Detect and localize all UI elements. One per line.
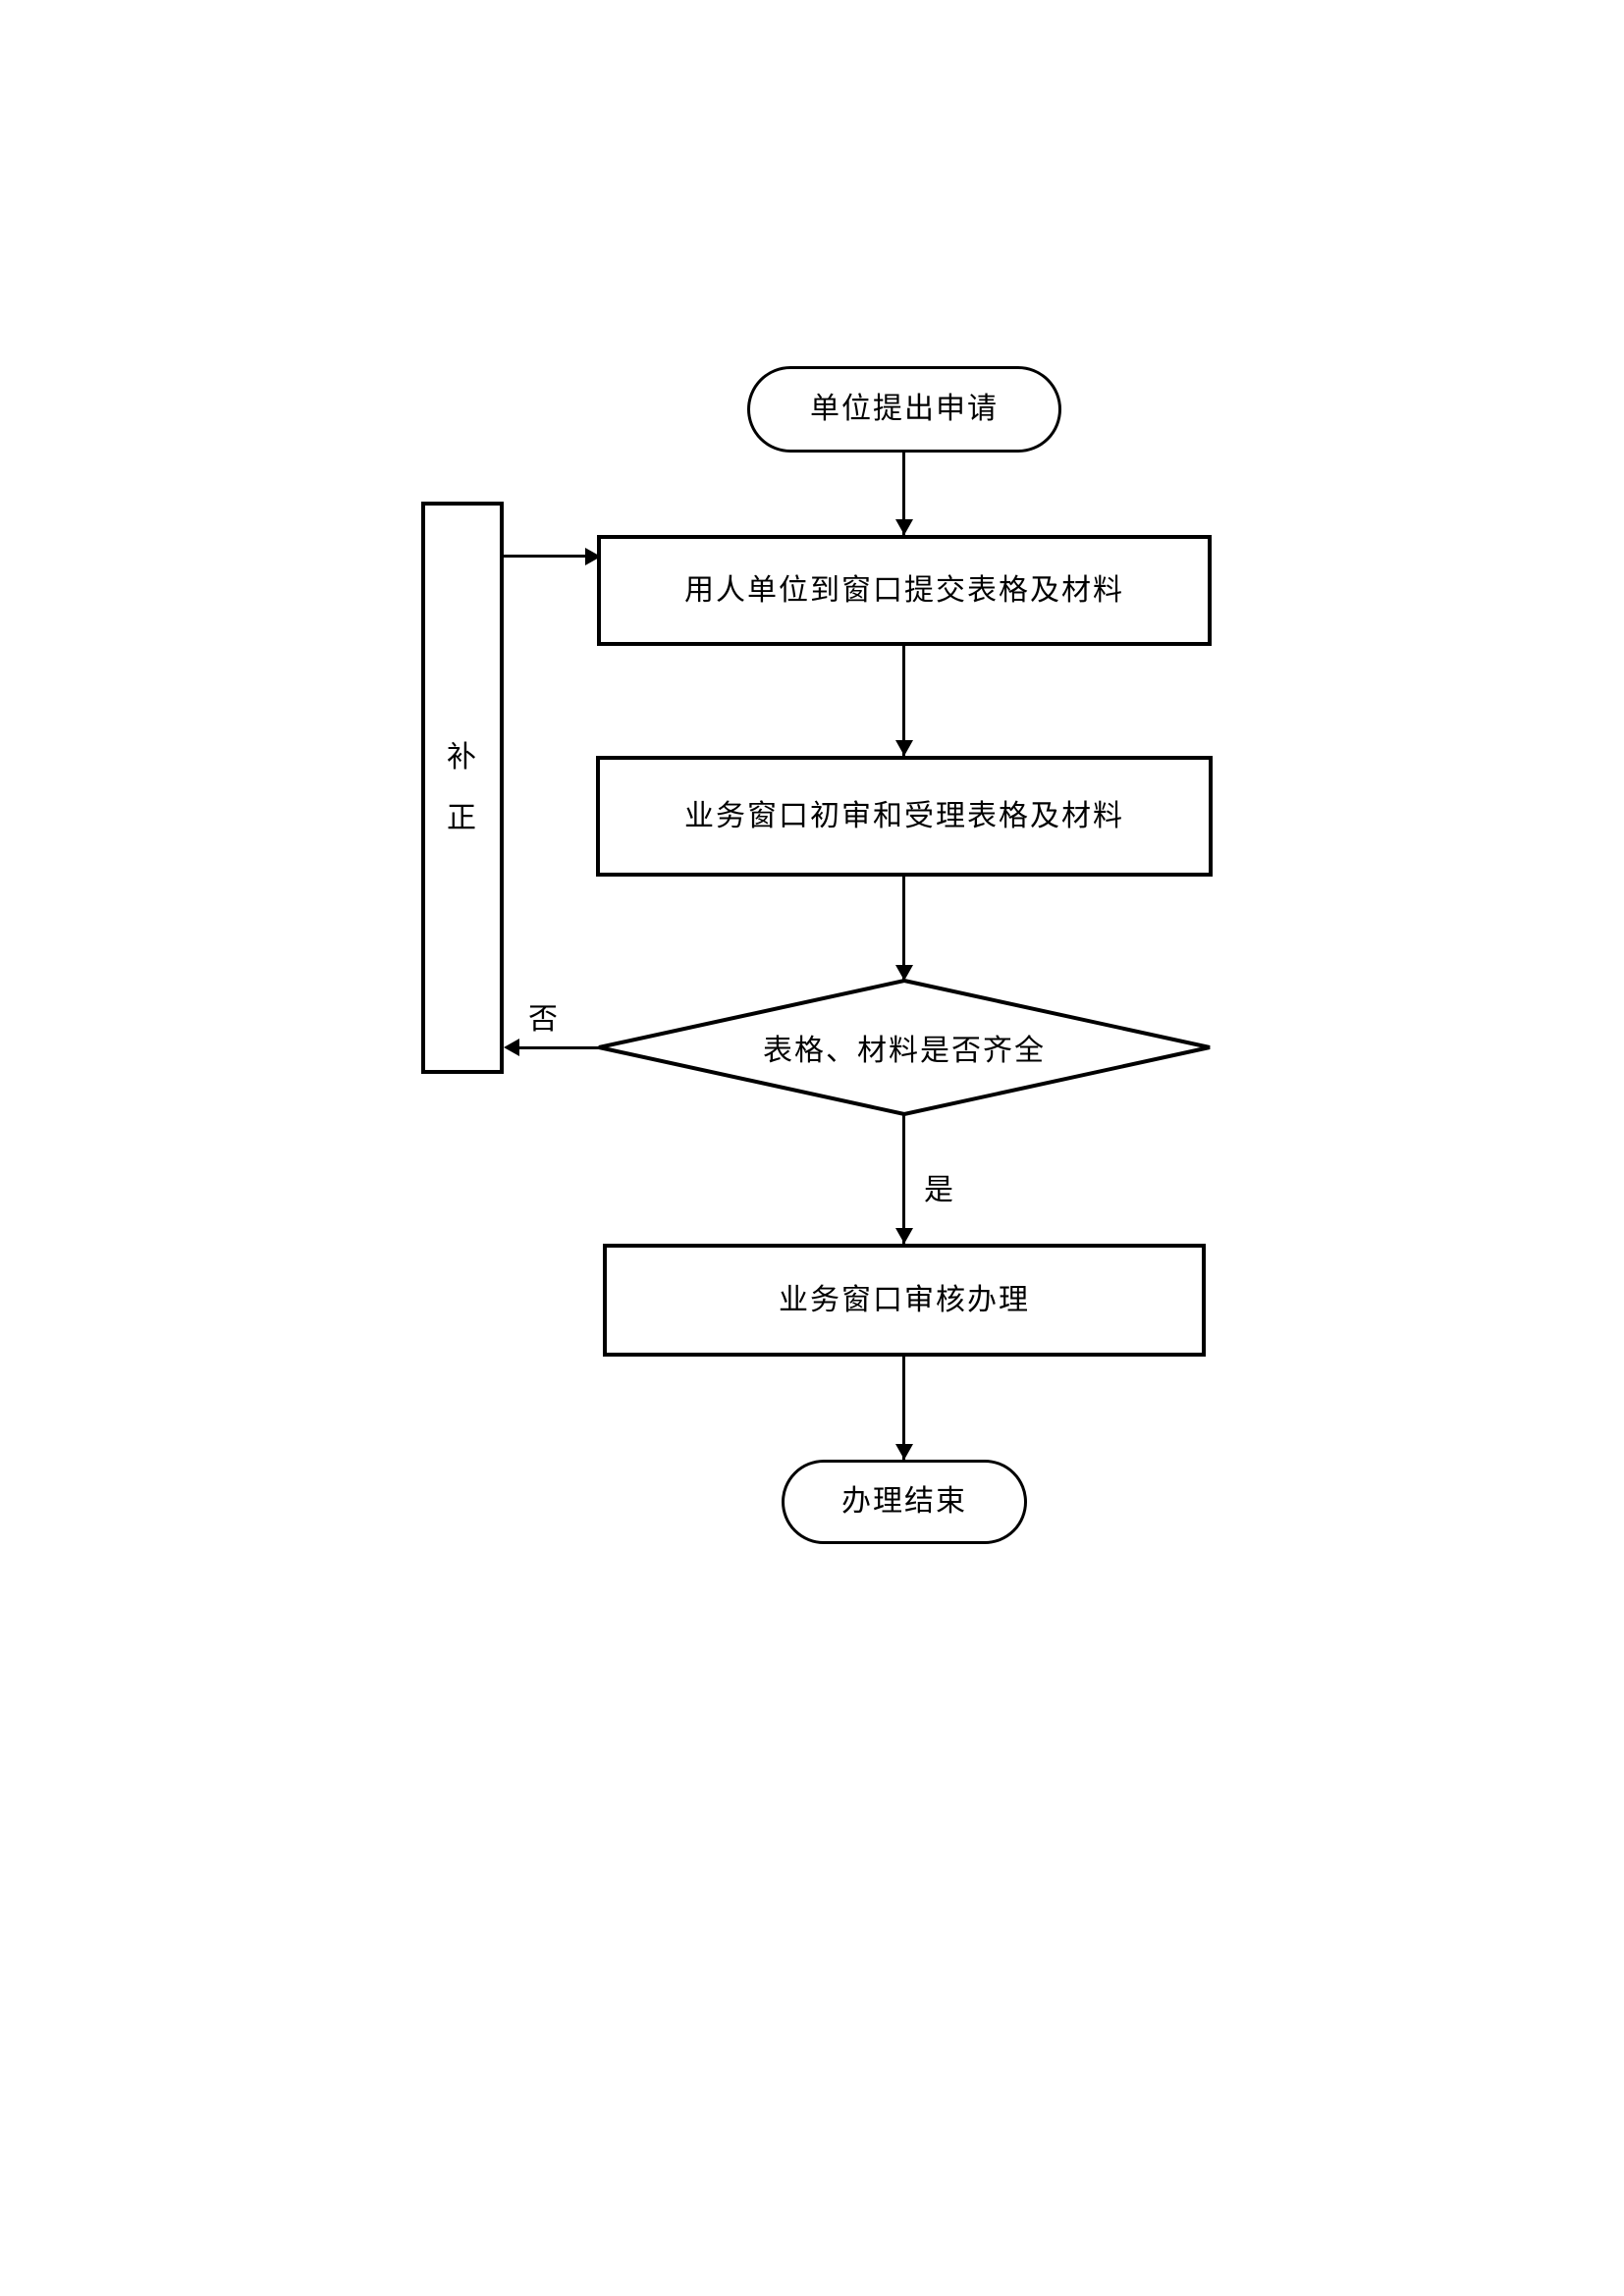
connector-decision-correction [514,1046,600,1049]
node-start: 单位提出申请 [747,366,1061,453]
arrowhead-down-icon [895,519,913,535]
node-submit: 用人单位到窗口提交表格及材料 [597,535,1212,646]
node-submit-label: 用人单位到窗口提交表格及材料 [684,573,1124,607]
node-decision-label: 表格、材料是否齐全 [763,1035,1046,1067]
connector-review-decision [902,875,905,981]
arrowhead-down-icon [895,1228,913,1244]
arrowhead-down-icon [895,965,913,981]
edge-label-yes: 是 [924,1174,953,1206]
node-handle: 业务窗口审核办理 [603,1244,1206,1357]
edge-label-no: 否 [528,1003,558,1036]
node-initial-review-label: 业务窗口初审和受理表格及材料 [684,799,1124,832]
node-end-label: 办理结束 [841,1485,967,1518]
arrowhead-down-icon [895,1444,913,1460]
connector-decision-handle [902,1114,905,1246]
connector-correction-submit [504,555,587,558]
node-correction-char-1: 补 [447,740,478,774]
arrowhead-right-icon [585,548,601,565]
connector-submit-review [902,644,905,758]
node-correction-char-2: 正 [447,801,478,834]
node-correction: 补 正 [421,502,504,1074]
arrowhead-left-icon [504,1039,519,1056]
node-start-label: 单位提出申请 [810,393,999,425]
node-end: 办理结束 [782,1460,1027,1544]
node-initial-review: 业务窗口初审和受理表格及材料 [596,756,1213,877]
node-decision: 表格、材料是否齐全 [597,979,1212,1116]
node-handle-label: 业务窗口审核办理 [779,1283,1030,1316]
arrowhead-down-icon [895,740,913,756]
connector-start-submit [902,451,905,537]
connector-handle-end [902,1355,905,1462]
